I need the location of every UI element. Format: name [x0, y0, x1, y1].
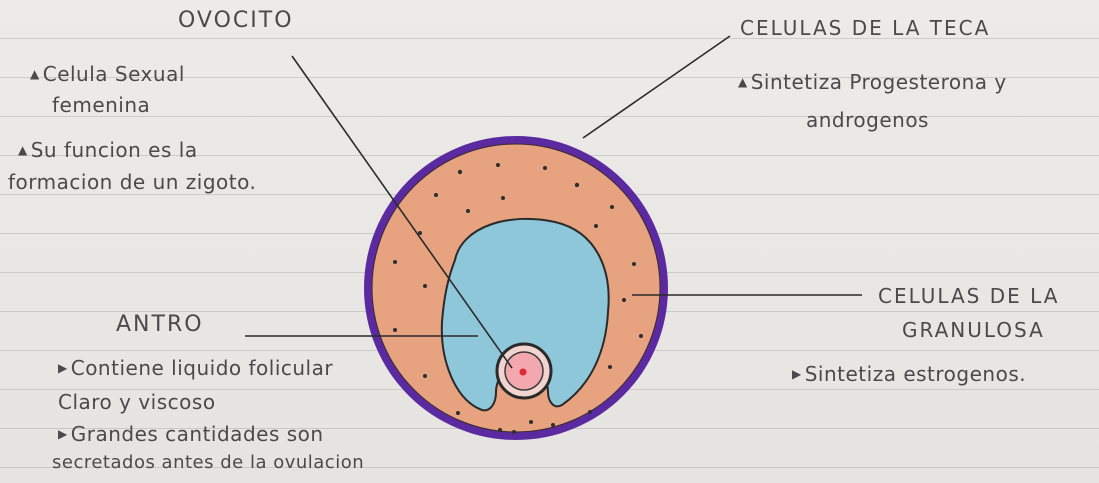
teca-note-1-line-1: Sintetiza Progesterona y [751, 70, 1007, 94]
granulosa-title-line-1: CELULAS DE LA [878, 284, 1059, 308]
ovocito-note-2-line-1: Su funcion es la [31, 138, 198, 162]
antro-note-2: ▶Grandes cantidades son [58, 422, 324, 446]
leader-teca [583, 36, 730, 138]
ovocito-note-1: ▲Celula Sexual [30, 62, 185, 86]
triangle-bullet-icon: ▲ [18, 143, 28, 157]
ovocito-note-2-line-2: formacion de un zigoto. [8, 170, 256, 194]
antro-title: ANTRO [116, 312, 204, 337]
antro-note-2-line-2: secretados antes de la ovulacion [52, 452, 364, 473]
ovocito-note-1-line-1: Celula Sexual [43, 62, 185, 86]
triangle-bullet-icon: ▶ [792, 367, 802, 381]
triangle-bullet-icon: ▶ [58, 361, 68, 375]
antro-note-2-line-1: Grandes cantidades son [71, 422, 324, 446]
granulosa-title-line-2: GRANULOSA [902, 318, 1045, 342]
teca-title: CELULAS DE LA TECA [740, 16, 990, 40]
triangle-bullet-icon: ▲ [30, 67, 40, 81]
teca-note-1: ▲Sintetiza Progesterona y [738, 70, 1007, 94]
granulosa-note-1: ▶Sintetiza estrogenos. [792, 362, 1026, 386]
ovocito-title: OVOCITO [178, 8, 294, 33]
nucleus-dot [520, 369, 527, 376]
triangle-bullet-icon: ▲ [738, 75, 748, 89]
antro-note-1-line-1: Contiene liquido folicular [71, 356, 333, 380]
teca-note-1-line-2: androgenos [806, 108, 929, 132]
ovocito-note-1-line-2: femenina [52, 93, 150, 117]
ovocito-note-2: ▲Su funcion es la [18, 138, 198, 162]
triangle-bullet-icon: ▶ [58, 427, 68, 441]
granulosa-note-1-line-1: Sintetiza estrogenos. [805, 362, 1026, 386]
antro-note-1: ▶Contiene liquido folicular [58, 356, 333, 380]
antro-note-1-line-2: Claro y viscoso [58, 390, 216, 414]
